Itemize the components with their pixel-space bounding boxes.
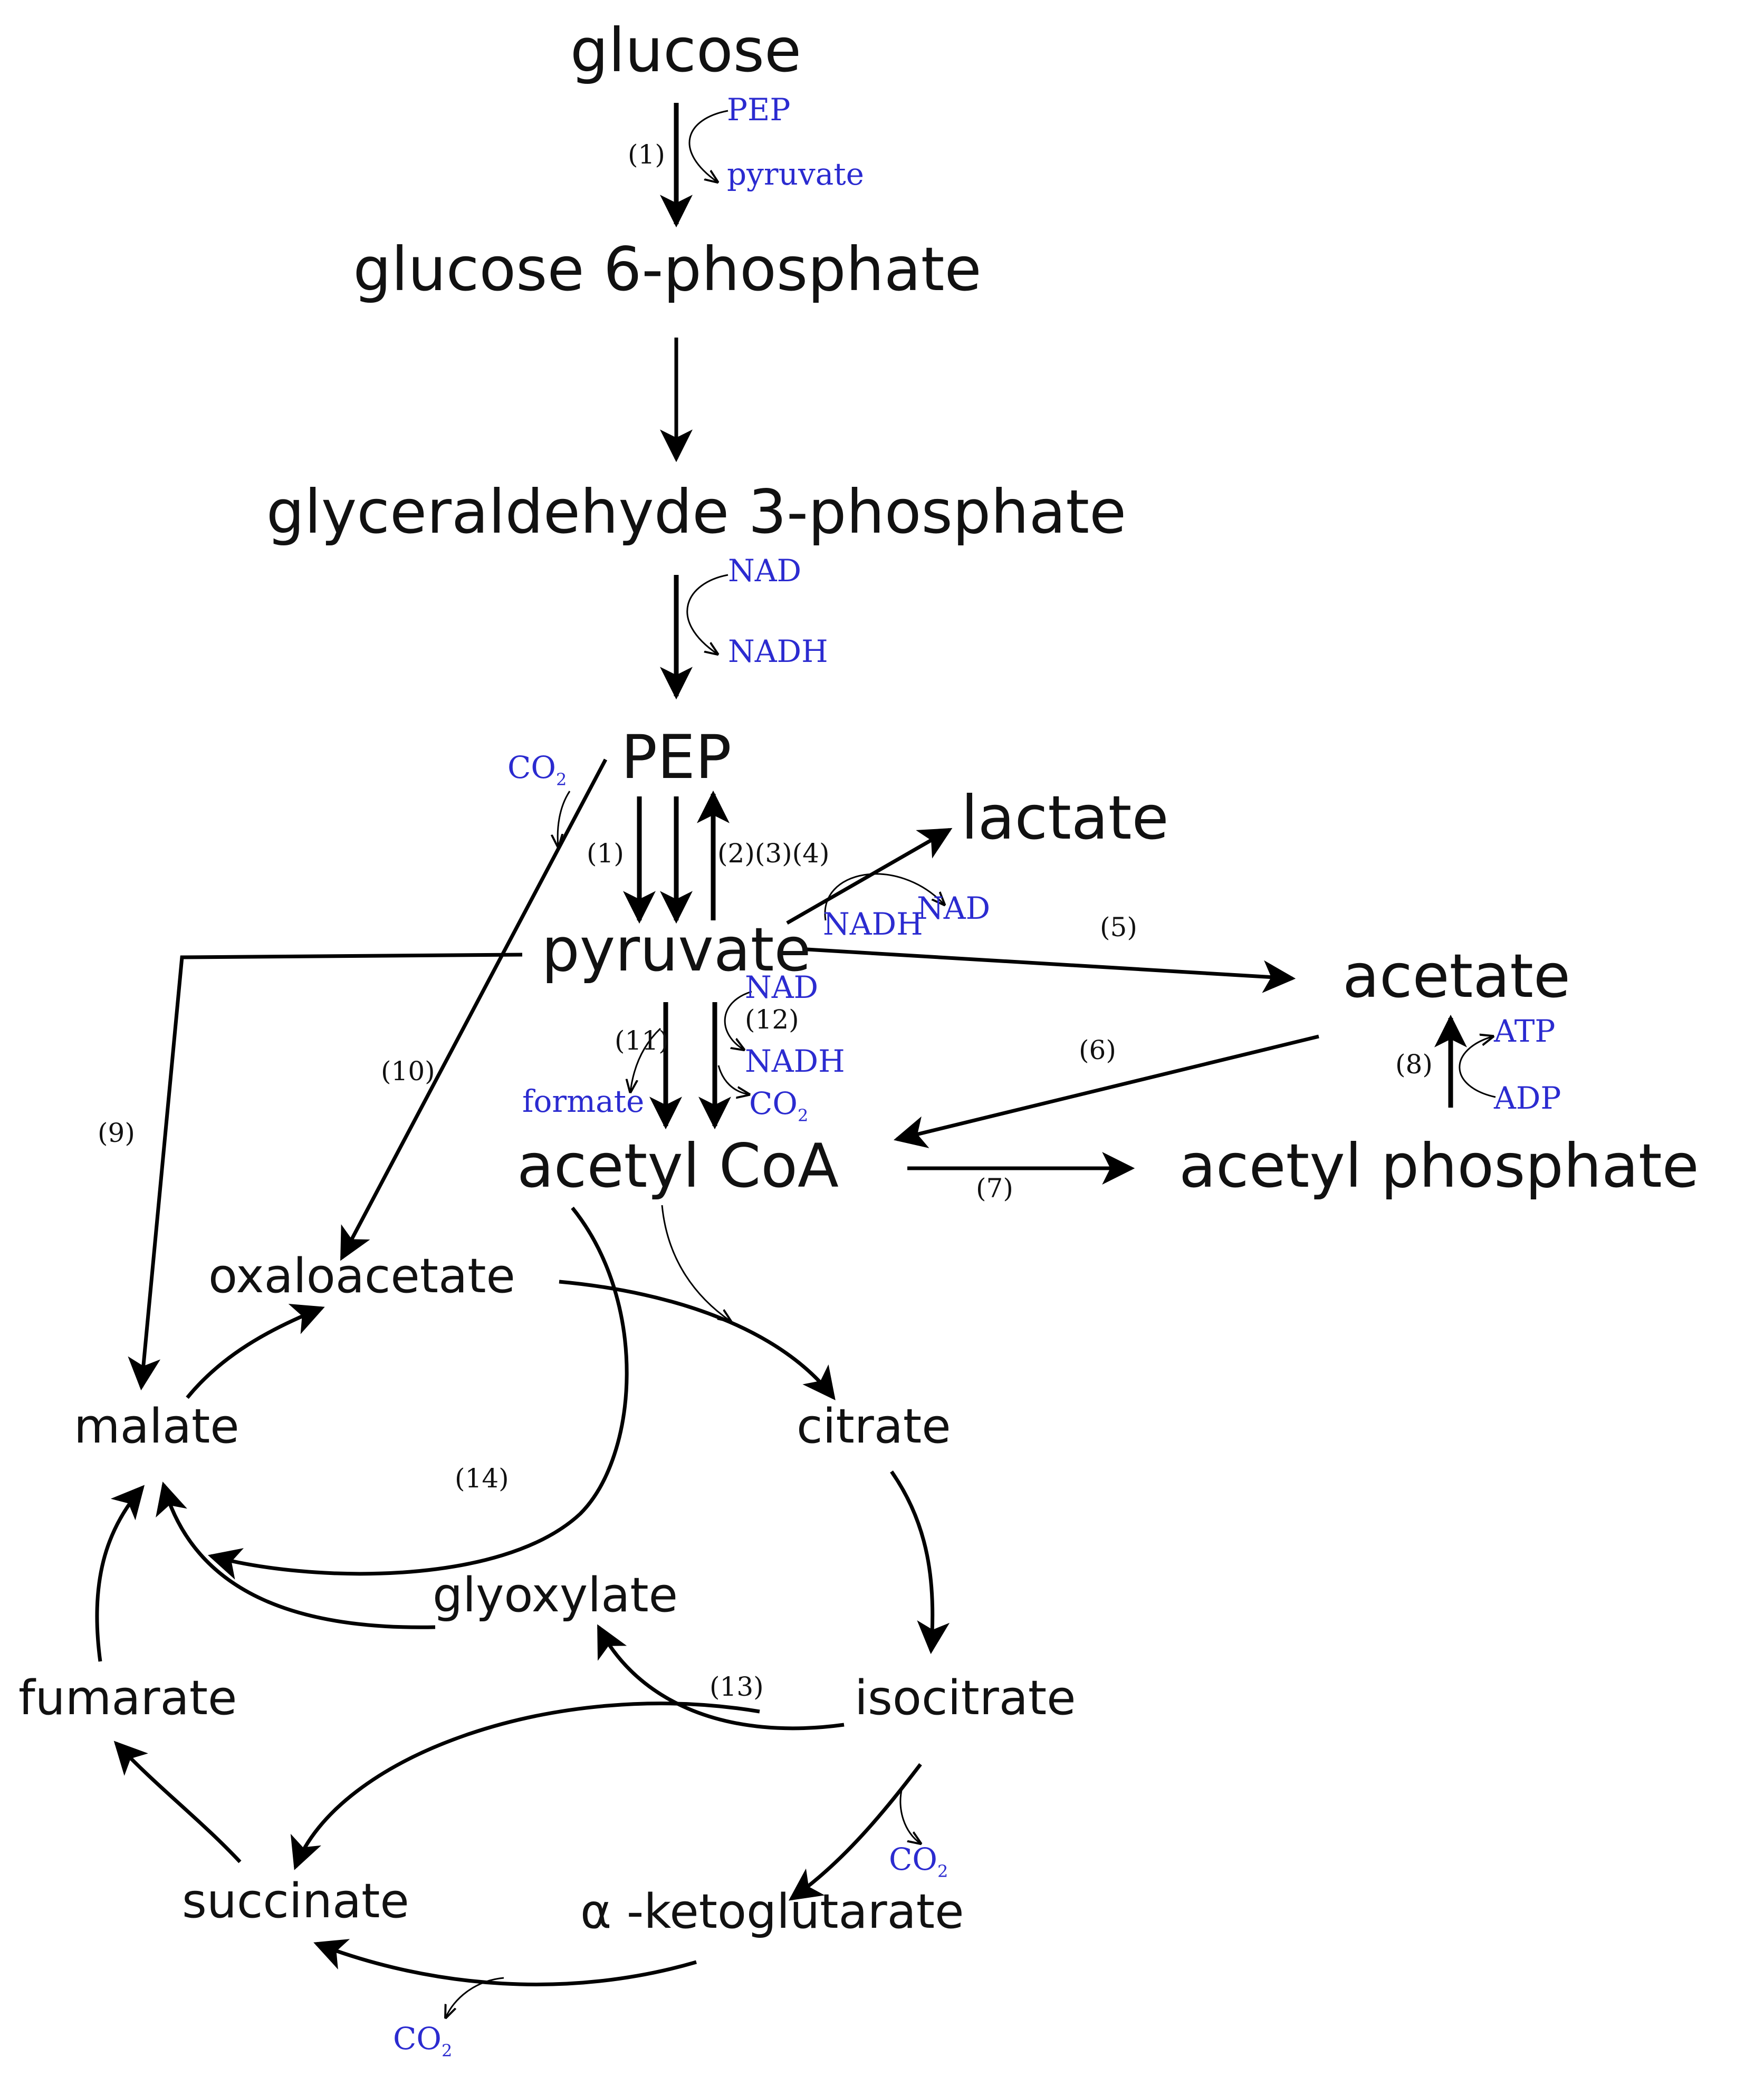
cofactor-nadh: NADH [728,633,828,669]
label-glucose-6-phosphate: glucose 6-phosphate [353,234,981,304]
label-fumarate: fumarate [18,1670,237,1726]
cofactor-adp: ADP [1493,1080,1561,1116]
cofactor-arrow-co2-in [558,791,571,847]
reaction-10: (10) [381,1056,435,1087]
arrow-isocitrate-to-akg [788,1763,922,1901]
arrow-oxaloacetate-to-citrate [559,1280,836,1400]
arrow-acetylcoa-to-citrate [661,1205,731,1321]
reaction-2-3-4: (2)(3)(4) [717,838,829,869]
arrow-glyoxylate-to-malate [156,1482,436,1629]
arrow-succinate-to-fumarate [113,1741,242,1863]
label-glyceraldehyde-3-phosphate: glyceraldehyde 3-phosphate [266,477,1126,547]
label-acetyl-phosphate: acetyl phosphate [1179,1131,1699,1201]
label-lactate: lactate [961,783,1169,853]
reaction-7: (7) [976,1173,1013,1204]
arrow-citrate-to-isocitrate [890,1470,950,1655]
reaction-12: (12) [745,1004,799,1035]
reaction-1-top: (1) [628,139,665,170]
cofactor-nad: NAD [728,553,801,589]
label-pyruvate: pyruvate [541,915,811,985]
label-malate: malate [74,1399,239,1454]
arrow-malate-to-oxaloacetate [186,1303,325,1399]
cofactor-arrow-pep-pyruvate [688,110,728,182]
reaction-6: (6) [1079,1035,1116,1065]
label-oxaloacetate: oxaloacetate [208,1248,515,1304]
cofactor-co2-pdh: CO2 [749,1085,808,1126]
reaction-13: (13) [710,1671,764,1702]
label-acetate: acetate [1343,941,1570,1011]
label-alpha-ketoglutarate: α -ketoglutarate [580,1884,964,1939]
cofactor-nad-lactate: NAD [917,890,990,926]
reaction-11: (11) [615,1025,669,1056]
cofactor-arrow-co2-icd [899,1787,921,1843]
cofactor-pep: PEP [727,92,790,128]
cofactor-arrow-nadh-nad-lactate [824,873,944,921]
cofactor-co2-akg: CO2 [393,2021,452,2061]
label-glucose: glucose [570,15,801,85]
cofactor-co2-pep: CO2 [507,749,567,790]
cofactor-arrow-co2-akg [446,1977,504,2017]
cofactor-formate: formate [522,1083,644,1119]
cofactor-nad-pdh: NAD [745,969,818,1005]
arrow-pyruvate-to-acetate [807,947,1296,993]
cofactor-atp: ATP [1493,1013,1555,1049]
reaction-8: (8) [1395,1049,1433,1080]
arrow-isocitrate-to-glyoxylate [597,1624,845,1731]
arrow-pyruvate-to-malate [128,953,523,1391]
reaction-5: (5) [1100,912,1137,943]
arrow-acetate-to-acetylcoa [893,1034,1319,1148]
arrow-pyruvate-to-lactate [786,828,953,925]
cofactor-arrow-adp-atp [1459,1036,1495,1098]
arrow-isocitrate-to-succinate [290,1702,760,1870]
cofactor-nadh-lactate: NADH [823,906,923,942]
cofactor-pyruvate: pyruvate [727,156,864,192]
label-citrate: citrate [797,1399,951,1454]
cofactor-arrow-formate [630,1027,662,1092]
reaction-9: (9) [98,1118,135,1148]
reaction-14: (14) [455,1463,509,1494]
cofactor-arrow-nad-nadh-pdh [724,991,752,1050]
cofactor-nadh-pdh: NADH [745,1043,845,1079]
cofactor-arrow-co2-pdh [717,1065,749,1094]
label-isocitrate: isocitrate [855,1670,1076,1726]
label-glyoxylate: glyoxylate [433,1568,678,1623]
label-succinate: succinate [182,1873,409,1929]
cofactor-arrow-nad-nadh [686,574,728,654]
arrow-akg-to-succinate [313,1939,697,1986]
label-acetyl-coa: acetyl CoA [517,1131,839,1201]
arrow-acetylcoa-to-malate [208,1206,629,1580]
cofactor-co2-icd: CO2 [889,1841,948,1881]
arrow-fumarate-to-malate [95,1485,145,1662]
label-pep: PEP [621,722,732,792]
reaction-1-pep: (1) [587,838,624,869]
